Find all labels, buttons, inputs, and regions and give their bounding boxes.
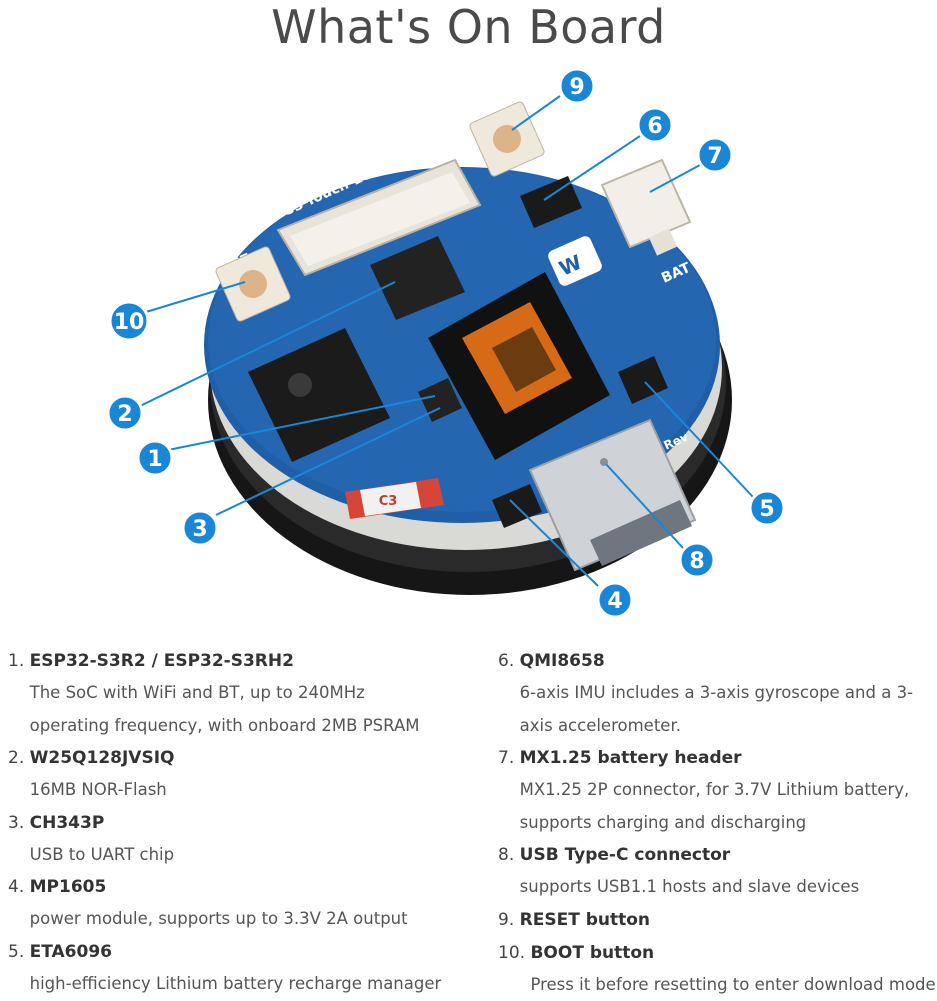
item-number: 3. [8,807,24,872]
component-item-6: 6. QMI8658 6-axis IMU includes a 3-axis … [498,645,937,742]
item-number: 8. [498,839,514,904]
callout-9: 9 [560,69,594,103]
item-desc: Press it before resetting to enter downl… [530,969,937,1001]
component-list-right: 6. QMI8658 6-axis IMU includes a 3-axis … [498,645,937,1001]
item-desc: operating frequency, with onboard 2MB PS… [30,710,478,743]
item-number: 9. [498,904,514,937]
item-number: 7. [498,742,514,839]
callout-2: 2 [108,396,142,430]
item-desc: supports USB1.1 hosts and slave devices [520,871,937,904]
item-name: W25Q128JVSIQ [30,742,478,774]
item-desc: supports charging and discharging [520,807,937,840]
svg-text:2: 2 [117,402,132,427]
svg-text:7: 7 [707,144,722,169]
page-title: What's On Board [0,0,937,54]
svg-text:6: 6 [647,114,662,139]
svg-text:5: 5 [759,497,774,522]
svg-text:1: 1 [147,447,162,472]
callout-4: 4 [598,583,632,617]
item-desc: high-efficiency Lithium battery recharge… [30,968,478,1001]
item-name: MX1.25 battery header [520,742,937,774]
item-name: ETA6096 [30,936,478,968]
item-number: 10. [498,937,525,1001]
item-name: ESP32-S3R2 / ESP32-S3RH2 [30,645,478,677]
svg-text:8: 8 [689,549,704,574]
item-name: BOOT button [530,937,937,969]
callout-1: 1 [138,441,172,475]
component-item-7: 7. MX1.25 battery header MX1.25 2P conne… [498,742,937,839]
svg-text:C3: C3 [379,494,398,509]
component-item-5: 5. ETA6096 high-efficiency Lithium batte… [8,936,478,1001]
item-number: 1. [8,645,24,742]
item-number: 4. [8,871,24,936]
component-item-10: 10. BOOT button Press it before resettin… [498,937,937,1001]
item-number: 5. [8,936,24,1001]
callout-5: 5 [750,491,784,525]
svg-text:9: 9 [569,75,584,100]
component-item-9: 9. RESET button [498,904,937,937]
item-name: USB Type-C connector [520,839,937,871]
item-desc: USB to UART chip [30,839,478,872]
item-name: QMI8658 [520,645,937,677]
board-diagram: ESP32-S3-Touch-LCD-1.28 RESET BOOT BAT R… [0,60,937,620]
item-name: MP1605 [30,871,478,903]
component-item-8: 8. USB Type-C connector supports USB1.1 … [498,839,937,904]
item-desc: power module, supports up to 3.3V 2A out… [30,903,478,936]
component-list-left: 1. ESP32-S3R2 / ESP32-S3RH2 The SoC with… [8,645,478,1000]
svg-text:10: 10 [114,310,145,335]
item-desc: MX1.25 2P connector, for 3.7V Lithium ba… [520,774,937,807]
component-item-4: 4. MP1605 power module, supports up to 3… [8,871,478,936]
callout-8: 8 [680,543,714,577]
callout-3: 3 [183,511,217,545]
item-desc: The SoC with WiFi and BT, up to 240MHz [30,677,478,710]
component-item-1: 1. ESP32-S3R2 / ESP32-S3RH2 The SoC with… [8,645,478,742]
svg-text:3: 3 [192,517,207,542]
svg-text:4: 4 [607,589,622,614]
item-number: 6. [498,645,514,742]
item-desc: 16MB NOR-Flash [30,774,478,807]
reset-button-part [469,101,546,178]
item-desc: axis accelerometer. [520,710,937,743]
item-name: CH343P [30,807,478,839]
callout-6: 6 [638,108,672,142]
item-desc: 6-axis IMU includes a 3-axis gyroscope a… [520,677,937,710]
component-item-3: 3. CH343P USB to UART chip [8,807,478,872]
callout-7: 7 [698,138,732,172]
item-number: 2. [8,742,24,807]
callout-10: 10 [110,302,148,340]
item-name: RESET button [520,904,937,936]
component-item-2: 2. W25Q128JVSIQ 16MB NOR-Flash [8,742,478,807]
